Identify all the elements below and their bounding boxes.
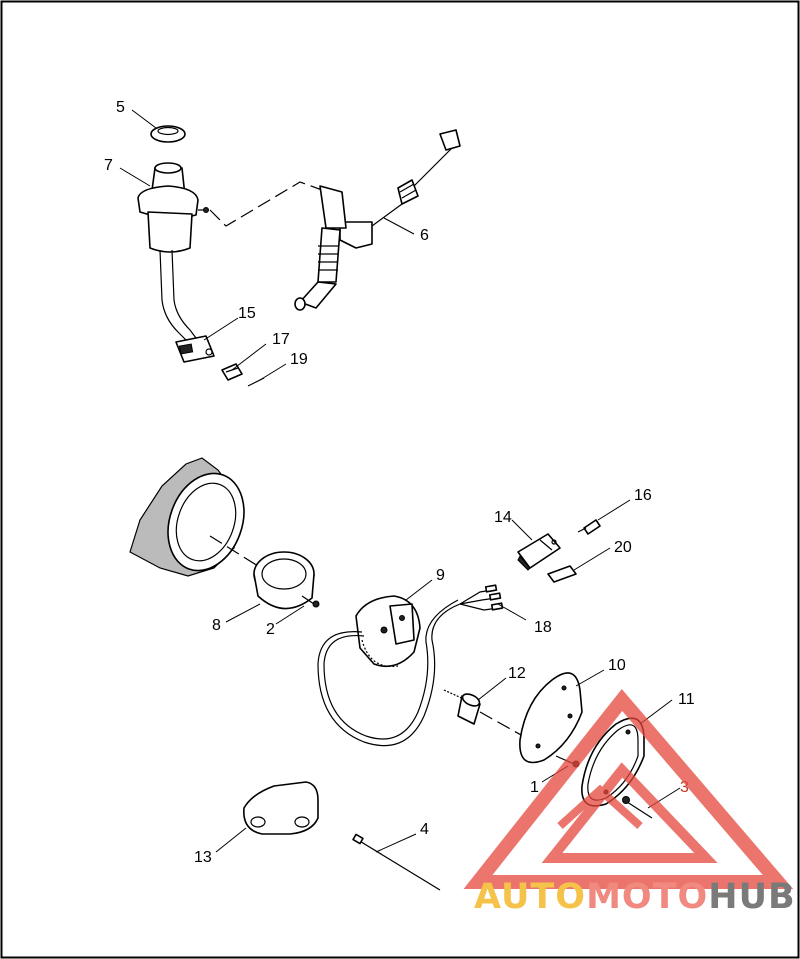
watermark-triangle-outer [463,688,794,889]
callout-5: 5 [116,99,125,116]
callout-19: 19 [290,351,308,368]
part-2-bolt [301,595,320,608]
watermark-moto: MOTO [586,877,708,917]
callout-3: 3 [680,779,689,796]
part-16-terminal-pin [577,519,601,535]
leader-lines [119,109,681,853]
part-12-spacer [443,689,481,725]
coil-wires [159,249,197,341]
callout-13: 13 [194,849,212,866]
callout-16: 16 [634,487,652,504]
watermark-auto: AUTO [474,877,586,917]
callout-9: 9 [436,567,445,584]
svg-text:AUTOMOTOHUB: AUTOMOTOHUB [474,877,796,917]
callout-15: 15 [238,305,256,322]
callout-17: 17 [272,331,290,348]
part-3-screw [622,796,653,819]
part-18-wire-terminals [459,584,504,611]
part-15-connector [175,335,215,363]
part-13-gasket-plate [243,781,319,835]
dashed-link-coil-wire [209,181,323,227]
part-20-clip [547,565,577,583]
part-10-cover-plate [519,672,583,764]
part-9-sensor-plate [317,595,461,747]
part-7-coil [137,162,209,253]
callout-11: 11 [678,691,695,708]
part-14-connector [517,533,561,571]
callout-2: 2 [266,621,275,638]
callout-1: 1 [530,779,539,796]
callout-14: 14 [494,509,512,526]
watermark-triangle-inner [541,762,718,863]
part-17-terminal [221,363,243,381]
callout-4: 4 [420,821,429,838]
part-4-cable-tie [352,833,441,891]
callout-12: 12 [508,665,526,682]
watermark-hub: HUB [708,877,795,917]
callout-8: 8 [212,617,221,634]
engine-cover-bore [129,457,245,577]
watermark-text: AUTOMOTOHUB [474,877,796,917]
dashed-link-bore [209,535,259,567]
watermark-logo [463,688,794,889]
part-8-rotor [253,551,315,610]
callout-20: 20 [614,539,632,556]
callout-18: 18 [534,619,552,636]
callout-6: 6 [420,227,429,244]
callout-10: 10 [608,657,626,674]
part-6-spark-plug-cable [294,129,461,311]
callout-7: 7 [104,157,113,174]
part-5-cap [150,125,186,143]
